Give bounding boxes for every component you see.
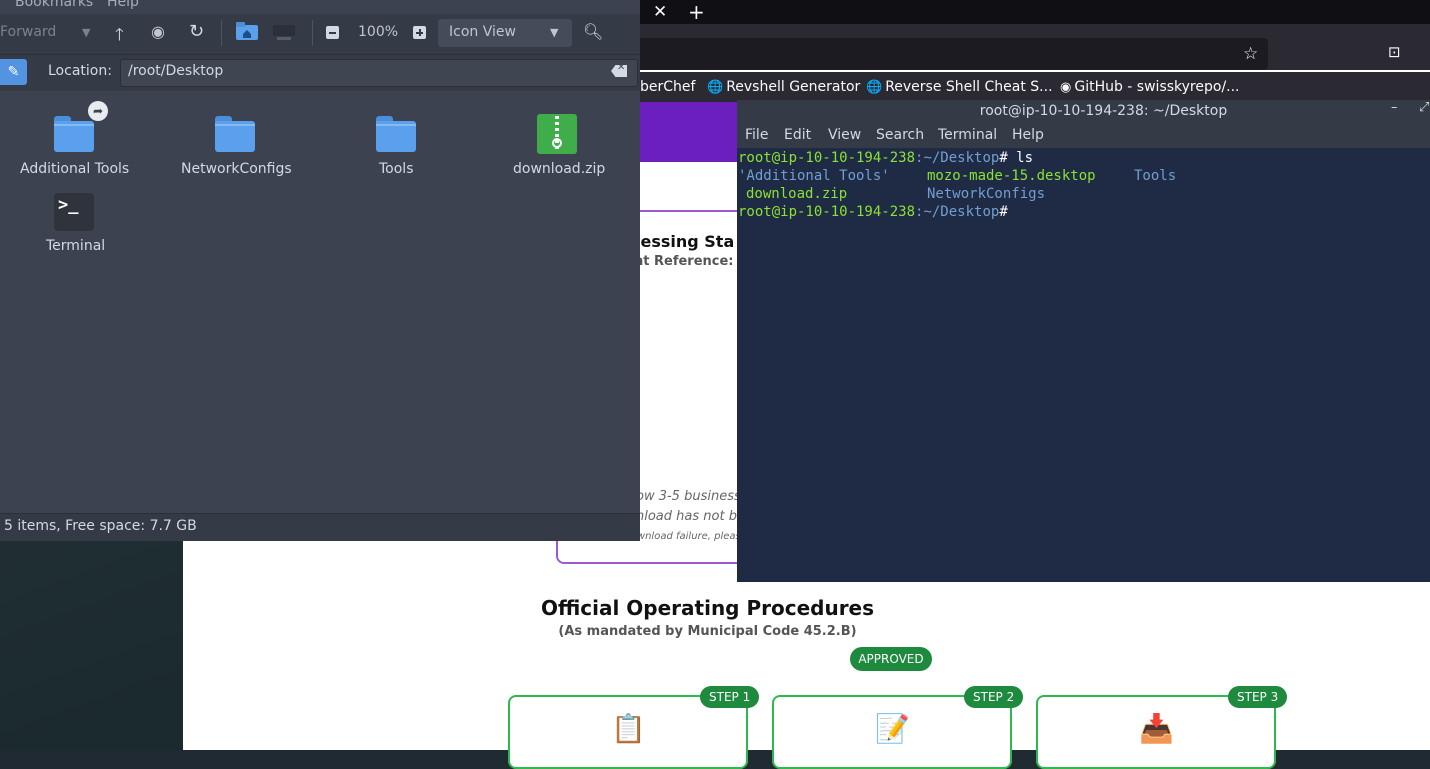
view-mode-select[interactable] bbox=[438, 19, 572, 47]
procedures-title: Official Operating Procedures bbox=[540, 596, 875, 620]
terminal-menubar bbox=[737, 124, 1430, 148]
terminal-line: 'Additional Tools' bbox=[738, 168, 890, 184]
approved-badge: APPROVED bbox=[850, 647, 932, 671]
globe-icon: 🌐 bbox=[707, 80, 724, 95]
globe-icon: 🌐 bbox=[866, 80, 883, 95]
file-item-label[interactable]: Terminal bbox=[46, 238, 106, 254]
memo-icon: 📝 bbox=[875, 712, 910, 745]
status-title: ocessing Sta bbox=[620, 232, 735, 251]
close-tab-icon[interactable]: ✕ bbox=[653, 2, 668, 22]
download-tray-icon: 📥 bbox=[1139, 712, 1174, 745]
github-icon: ◉ bbox=[1060, 80, 1072, 95]
step-badge: STEP 1 bbox=[700, 686, 760, 708]
stop-icon[interactable]: ◉ bbox=[151, 22, 165, 41]
note-line: ow 3-5 business bbox=[636, 489, 741, 504]
menu-bookmarks[interactable]: Bookmarks bbox=[15, 0, 94, 10]
procedures-subtitle: (As mandated by Municipal Code 45.2.B) bbox=[558, 624, 857, 639]
file-item-label[interactable]: Tools bbox=[379, 161, 414, 177]
search-icon[interactable]: 🔍︎ bbox=[583, 22, 604, 41]
zipper-icon bbox=[555, 116, 559, 150]
edit-location-icon[interactable]: ✎ bbox=[0, 59, 27, 85]
terminal-menu-help[interactable]: Help bbox=[1012, 127, 1044, 143]
location-input[interactable] bbox=[120, 59, 638, 87]
file-item-label[interactable]: NetworkConfigs bbox=[181, 161, 292, 177]
status-text: 5 items, Free space: 7.7 GB bbox=[4, 518, 197, 534]
forward-button[interactable]: Forward bbox=[0, 24, 57, 40]
terminal-line: Tools bbox=[1134, 168, 1177, 184]
computer-icon[interactable] bbox=[273, 25, 295, 40]
file-item-label[interactable]: Additional Tools bbox=[20, 161, 130, 177]
step-badge: STEP 2 bbox=[964, 686, 1024, 708]
terminal-titlebar bbox=[737, 100, 1430, 124]
toolbar-separator bbox=[221, 20, 222, 46]
note-line: In case of download failure, pleas bbox=[573, 531, 741, 542]
terminal-line: download.zip bbox=[746, 186, 848, 202]
bookmark-cyberchef[interactable]: berChef bbox=[640, 79, 696, 95]
folder-icon[interactable] bbox=[376, 116, 416, 152]
zoom-out-button[interactable] bbox=[326, 26, 339, 39]
reload-icon[interactable]: ↻ bbox=[189, 21, 205, 42]
terminal-menu-search[interactable]: Search bbox=[876, 127, 925, 143]
new-tab-icon[interactable]: + bbox=[688, 0, 705, 24]
bookmark-revshell[interactable]: 🌐Revshell Generator bbox=[707, 79, 861, 95]
file-view bbox=[0, 91, 640, 512]
terminal-title: root@ip-10-10-194-238: ~/Desktop bbox=[979, 103, 1228, 119]
folder-icon[interactable] bbox=[54, 116, 94, 152]
clear-location-icon[interactable]: ✕ bbox=[611, 65, 627, 77]
maximize-icon[interactable]: ⤢ bbox=[1419, 100, 1430, 115]
step-badge: STEP 3 bbox=[1228, 686, 1288, 708]
view-mode-label: Icon View bbox=[449, 24, 516, 40]
go-up-icon[interactable]: 🡑 bbox=[115, 25, 124, 45]
chevron-down-icon: ▼ bbox=[550, 26, 559, 39]
menu-help[interactable]: Help bbox=[107, 0, 139, 10]
location-label: Location: bbox=[48, 63, 112, 79]
terminal-menu-edit[interactable]: Edit bbox=[784, 127, 812, 143]
bookmark-star-icon[interactable]: ☆ bbox=[1243, 44, 1259, 64]
file-item-label[interactable]: download.zip bbox=[513, 161, 606, 177]
bookmark-reverse-shell-cheat[interactable]: 🌐Reverse Shell Cheat S... bbox=[866, 79, 1053, 95]
url-bar[interactable] bbox=[533, 38, 1268, 70]
status-reference: nt Reference: 4 bbox=[634, 254, 748, 269]
pocket-icon[interactable]: ⊡ bbox=[1388, 43, 1401, 61]
note-line: nload has not be bbox=[636, 509, 745, 524]
file-manager-menubar: Bookmarks Help bbox=[0, 0, 640, 10]
terminal-line: mozo-made-15.desktop bbox=[927, 168, 1096, 184]
zoom-level: 100% bbox=[358, 24, 399, 40]
clipboard-icon: 📋 bbox=[611, 712, 646, 745]
location-value: /root/Desktop bbox=[128, 63, 224, 79]
minimize-icon[interactable]: – bbox=[1391, 100, 1398, 115]
home-folder-icon[interactable] bbox=[236, 22, 258, 40]
symlink-arrow-icon: ➦ bbox=[88, 101, 108, 121]
toolbar-separator bbox=[312, 20, 313, 46]
status-bar bbox=[0, 513, 640, 541]
terminal-line: root@ip-10-10-194-238:~/Desktop# bbox=[738, 204, 1008, 220]
terminal-output[interactable] bbox=[737, 148, 1430, 582]
terminal-menu-file[interactable]: File bbox=[745, 127, 769, 143]
bookmark-github[interactable]: ◉GitHub - swisskyrepo/... bbox=[1060, 79, 1240, 95]
zoom-in-button[interactable] bbox=[413, 26, 426, 39]
zipper-pull-icon bbox=[552, 138, 562, 148]
terminal-line: NetworkConfigs bbox=[927, 186, 1046, 202]
terminal-launcher-icon[interactable]: >_ bbox=[54, 193, 94, 231]
forward-dropdown-icon[interactable]: ▼ bbox=[82, 26, 91, 39]
folder-icon[interactable] bbox=[215, 116, 255, 152]
terminal-line: root@ip-10-10-194-238:~/Desktop# ls bbox=[738, 150, 1034, 166]
terminal-menu-terminal[interactable]: Terminal bbox=[938, 127, 998, 143]
terminal-menu-view[interactable]: View bbox=[828, 127, 862, 143]
